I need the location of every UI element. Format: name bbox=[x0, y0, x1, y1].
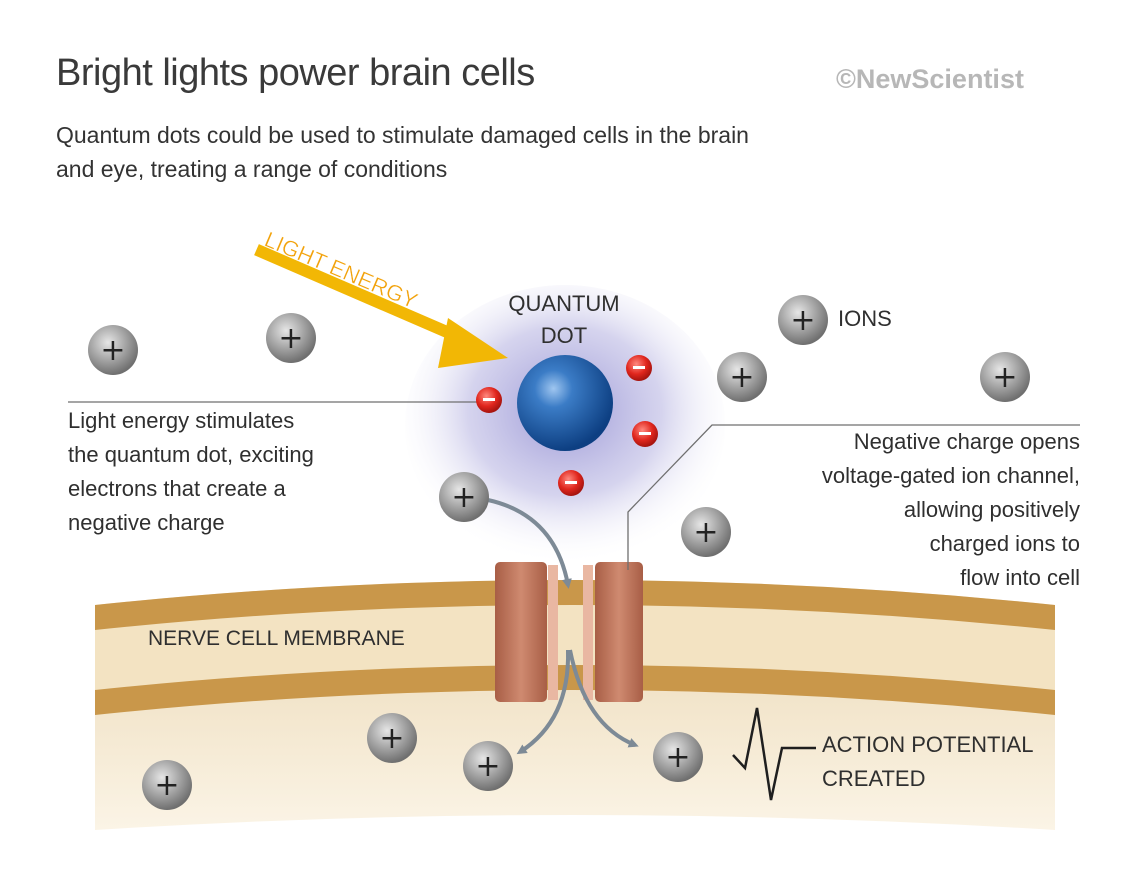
light-energy-description: Light energy stimulates the quantum dot,… bbox=[68, 404, 428, 540]
quantum-dot bbox=[517, 355, 613, 451]
electron bbox=[558, 470, 584, 496]
subtitle: Quantum dots could be used to stimulate … bbox=[56, 118, 956, 186]
svg-text:+: + bbox=[451, 480, 476, 515]
positive-ion: + bbox=[653, 732, 703, 782]
svg-text:+: + bbox=[154, 768, 179, 803]
light-energy-label: LIGHT ENERGY bbox=[261, 227, 421, 314]
svg-text:+: + bbox=[100, 333, 125, 368]
electron bbox=[476, 387, 502, 413]
svg-text:+: + bbox=[729, 360, 754, 395]
nerve-cell-membrane bbox=[95, 580, 1055, 715]
subtitle-line: Quantum dots could be used to stimulate … bbox=[56, 122, 749, 148]
quantum-dot-label-line: QUANTUM bbox=[508, 291, 620, 316]
svg-text:+: + bbox=[278, 321, 303, 356]
credit-logo: ©NewScientist bbox=[836, 64, 1024, 94]
ion-flow-arrow-out-right bbox=[568, 649, 639, 748]
description-line: flow into cell bbox=[960, 565, 1080, 590]
action-potential-trace-icon bbox=[732, 707, 816, 801]
positive-ion: + bbox=[88, 325, 138, 375]
leader-line-right bbox=[627, 424, 1080, 570]
subtitle-line: and eye, treating a range of conditions bbox=[56, 156, 448, 182]
positive-ion: + bbox=[439, 472, 489, 522]
description-line: Negative charge opens bbox=[853, 429, 1080, 454]
ions-label: IONS bbox=[838, 306, 892, 331]
positive-ion: + bbox=[717, 352, 767, 402]
positive-ion: + bbox=[681, 507, 731, 557]
description-line: voltage-gated ion channel, bbox=[821, 463, 1080, 488]
action-potential-label: ACTION POTENTIAL CREATED bbox=[822, 728, 1033, 796]
electron bbox=[632, 421, 658, 447]
ion-channel bbox=[495, 562, 643, 702]
description-line: allowing positively bbox=[903, 497, 1080, 522]
description-line: negative charge bbox=[68, 510, 225, 535]
description-line: the quantum dot, exciting bbox=[68, 442, 314, 467]
positive-ion: + bbox=[142, 760, 192, 810]
svg-text:+: + bbox=[992, 360, 1017, 395]
svg-text:+: + bbox=[475, 749, 500, 784]
positive-ion: + bbox=[367, 713, 417, 763]
page-title: Bright lights power brain cells bbox=[56, 52, 535, 94]
action-potential-label-line: CREATED bbox=[822, 766, 926, 791]
quantum-dot-label-line: DOT bbox=[540, 323, 588, 348]
light-energy-arrow bbox=[254, 244, 508, 368]
svg-text:+: + bbox=[379, 721, 404, 756]
svg-text:+: + bbox=[693, 515, 718, 550]
electron bbox=[626, 355, 652, 381]
description-line: electrons that create a bbox=[68, 476, 286, 501]
description-line: Light energy stimulates bbox=[68, 408, 295, 433]
positive-ion: + bbox=[266, 313, 316, 363]
ion-flow-arrow bbox=[487, 498, 572, 589]
cell-interior bbox=[95, 665, 1055, 830]
ion-channel-description: Negative charge opens voltage-gated ion … bbox=[700, 425, 1080, 595]
membrane-label: NERVE CELL MEMBRANE bbox=[148, 627, 405, 650]
positive-ion: + bbox=[463, 741, 513, 791]
positive-ion: + bbox=[980, 352, 1030, 402]
positive-ion: + bbox=[778, 295, 828, 345]
action-potential-label-line: ACTION POTENTIAL bbox=[822, 732, 1034, 757]
quantum-dot-label: QUANTUM DOT bbox=[494, 288, 634, 352]
ion-flow-arrow-out-left bbox=[516, 649, 571, 755]
description-line: charged ions to bbox=[929, 531, 1080, 556]
svg-text:+: + bbox=[665, 740, 690, 775]
svg-text:+: + bbox=[790, 303, 815, 338]
